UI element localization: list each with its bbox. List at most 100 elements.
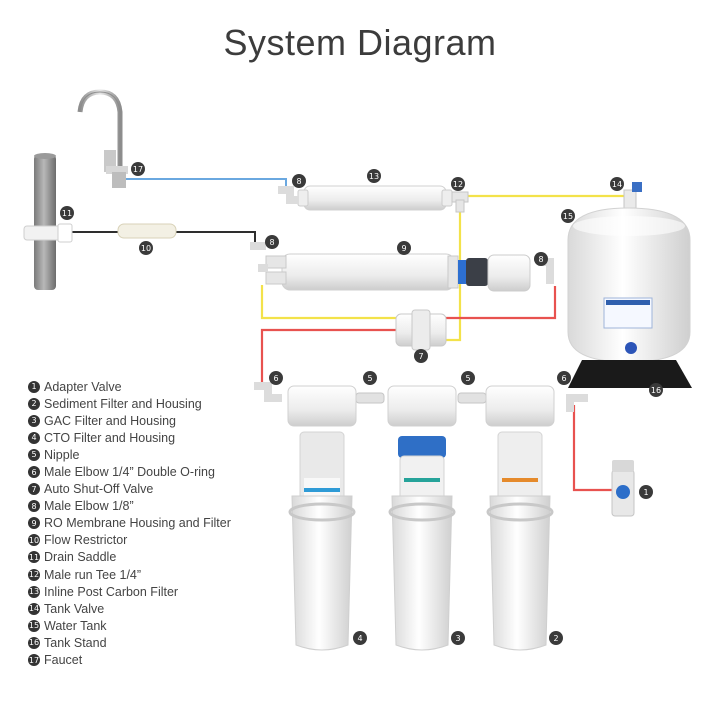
legend-number: 5 [28, 448, 40, 461]
drain-saddle [23, 223, 73, 243]
legend-item: 8 Male Elbow 1/8” [28, 498, 231, 515]
tank-feed-line [460, 194, 632, 208]
svg-text:10: 10 [141, 244, 151, 253]
legend-number: 9 [28, 517, 40, 530]
legend-item: 1 Adapter Valve [28, 378, 231, 395]
legend-item: 4 CTO Filter and Housing [28, 429, 231, 446]
badge-elbow-post-carbon: 8 [292, 174, 306, 188]
elbow-fitting [278, 186, 298, 204]
legend-number: 8 [28, 500, 40, 513]
filter-housing-cto [287, 385, 357, 651]
legend-label: Drain Saddle [44, 550, 117, 565]
membrane-feed-line [260, 285, 400, 320]
drain-pipe [34, 153, 56, 290]
badge-housing-gac: 3 [451, 631, 465, 645]
badge-nipple-right: 5 [461, 371, 475, 385]
tee-fitting [451, 191, 469, 213]
tank-valve [623, 182, 642, 209]
filter-housing-sediment [485, 385, 555, 651]
svg-text:16: 16 [651, 386, 661, 395]
filter-housing-gac [387, 385, 457, 651]
shutoff-red-line [260, 328, 400, 385]
legend-item: 5 Nipple [28, 446, 231, 463]
legend-item: 16 Tank Stand [28, 634, 231, 651]
badge-tank: 15 [561, 209, 575, 223]
legend-label: Male Elbow 1/4” Double O-ring [44, 465, 215, 480]
legend-label: Sediment Filter and Housing [44, 396, 202, 411]
membrane-product-line [445, 286, 557, 320]
legend-item: 14 Tank Valve [28, 600, 231, 617]
badge-shutoff-valve: 7 [414, 349, 428, 363]
svg-text:6: 6 [561, 374, 566, 383]
svg-text:8: 8 [296, 177, 301, 186]
legend-number: 1 [28, 380, 40, 393]
legend-number: 15 [28, 619, 40, 632]
legend-number: 3 [28, 414, 40, 427]
legend-label: GAC Filter and Housing [44, 413, 177, 428]
legend-number: 12 [28, 568, 40, 581]
svg-text:11: 11 [62, 209, 72, 218]
badge-membrane: 9 [397, 241, 411, 255]
legend-label: RO Membrane Housing and Filter [44, 516, 231, 531]
badge-tank-valve: 14 [610, 177, 624, 191]
legend-label: Tank Valve [44, 601, 105, 616]
tank-stand [568, 360, 692, 388]
water-tank [567, 207, 691, 363]
badge-nipple-left: 5 [363, 371, 377, 385]
legend-item: 17 Faucet [28, 652, 231, 669]
badge-housing-cto: 4 [353, 631, 367, 645]
legend-item: 2 Sediment Filter and Housing [28, 395, 231, 412]
svg-text:5: 5 [465, 374, 470, 383]
legend-number: 10 [28, 534, 40, 547]
svg-text:8: 8 [269, 238, 274, 247]
badge-flow-restrictor: 10 [139, 241, 153, 255]
badge-elbow-right: 6 [557, 371, 571, 385]
elbow-fitting [254, 382, 588, 412]
flow-restrictor [117, 223, 177, 239]
svg-text:13: 13 [369, 172, 379, 181]
tee-riser-line [440, 205, 462, 342]
badge-drain-saddle: 11 [60, 206, 74, 220]
svg-text:3: 3 [455, 634, 460, 643]
ro-membrane-housing [250, 242, 531, 292]
badge-adapter-valve: 1 [639, 485, 653, 499]
svg-text:17: 17 [133, 165, 143, 174]
legend-number: 6 [28, 466, 40, 479]
legend-item: 9 RO Membrane Housing and Filter [28, 515, 231, 532]
legend-label: Adapter Valve [44, 379, 122, 394]
legend-number: 17 [28, 654, 40, 667]
legend-label: Auto Shut-Off Valve [44, 482, 154, 497]
auto-shutoff-valve [395, 309, 447, 351]
legend-label: Faucet [44, 653, 83, 668]
legend-label: Flow Restrictor [44, 533, 128, 548]
legend-number: 16 [28, 636, 40, 649]
nipple-fitting [355, 392, 487, 404]
legend-label: Nipple [44, 447, 80, 462]
svg-text:4: 4 [357, 634, 362, 643]
legend-label: Male Elbow 1/8” [44, 499, 134, 514]
svg-text:6: 6 [273, 374, 278, 383]
legend-label: Tank Stand [44, 635, 107, 650]
badge-housing-sediment: 2 [549, 631, 563, 645]
svg-text:12: 12 [453, 180, 463, 189]
legend-label: CTO Filter and Housing [44, 430, 176, 445]
legend-number: 14 [28, 602, 40, 615]
legend-number: 4 [28, 431, 40, 444]
badge-elbow-membrane-right: 8 [534, 252, 548, 266]
svg-text:15: 15 [563, 212, 573, 221]
legend-item: 3 GAC Filter and Housing [28, 412, 231, 429]
svg-text:14: 14 [612, 180, 622, 189]
faucet [77, 89, 128, 188]
badge-elbow-membrane-top: 8 [265, 235, 279, 249]
inlet-line [572, 405, 620, 492]
svg-text:2: 2 [553, 634, 558, 643]
badge-elbow-left: 6 [269, 371, 283, 385]
svg-text:1: 1 [643, 488, 648, 497]
legend-number: 2 [28, 397, 40, 410]
